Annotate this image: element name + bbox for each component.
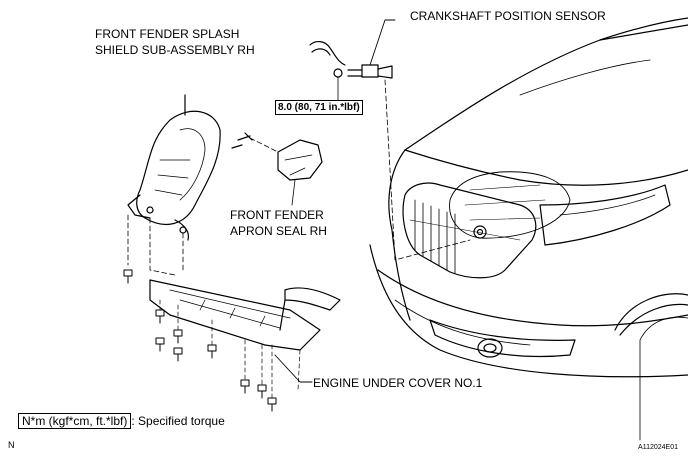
engine-under-cover-part <box>149 279 341 351</box>
bolt-guides <box>159 299 301 399</box>
torque-legend: N*m (kgf*cm, ft.*lbf): Specified torque <box>18 413 225 429</box>
crankshaft-sensor-label: CRANKSHAFT POSITION SENSOR <box>410 9 606 23</box>
crankshaft-sensor-part <box>309 19 396 79</box>
splash-shield-part <box>127 94 221 241</box>
splash-shield-guides <box>127 214 184 276</box>
under-cover-bolts <box>123 269 277 412</box>
torque-spec-box: 8.0 (80, 71 in.*lbf) <box>275 100 363 115</box>
apron-seal-guide <box>249 137 279 153</box>
apron-seal-label-line1: FRONT FENDER <box>230 208 324 222</box>
corner-left-mark: N <box>8 440 15 450</box>
sensor-leader-dashed <box>384 79 471 261</box>
torque-legend-unit: N*m (kgf*cm, ft.*lbf) <box>18 413 132 429</box>
engine-under-cover-label: ENGINE UNDER COVER NO.1 <box>313 376 483 390</box>
under-cover-leader <box>274 354 313 383</box>
vehicle-front <box>369 17 688 441</box>
apron-seal-label-line2: APRON SEAL RH <box>230 224 327 238</box>
figure-id: A112024E01 <box>638 444 678 451</box>
apron-seal-part <box>231 132 323 181</box>
splash-shield-label-line2: SHIELD SUB-ASSEMBLY RH <box>95 43 255 57</box>
apron-seal-leader <box>291 179 296 206</box>
splash-shield-label-line1: FRONT FENDER SPLASH <box>95 27 240 41</box>
torque-legend-text: : Specified torque <box>131 414 225 428</box>
